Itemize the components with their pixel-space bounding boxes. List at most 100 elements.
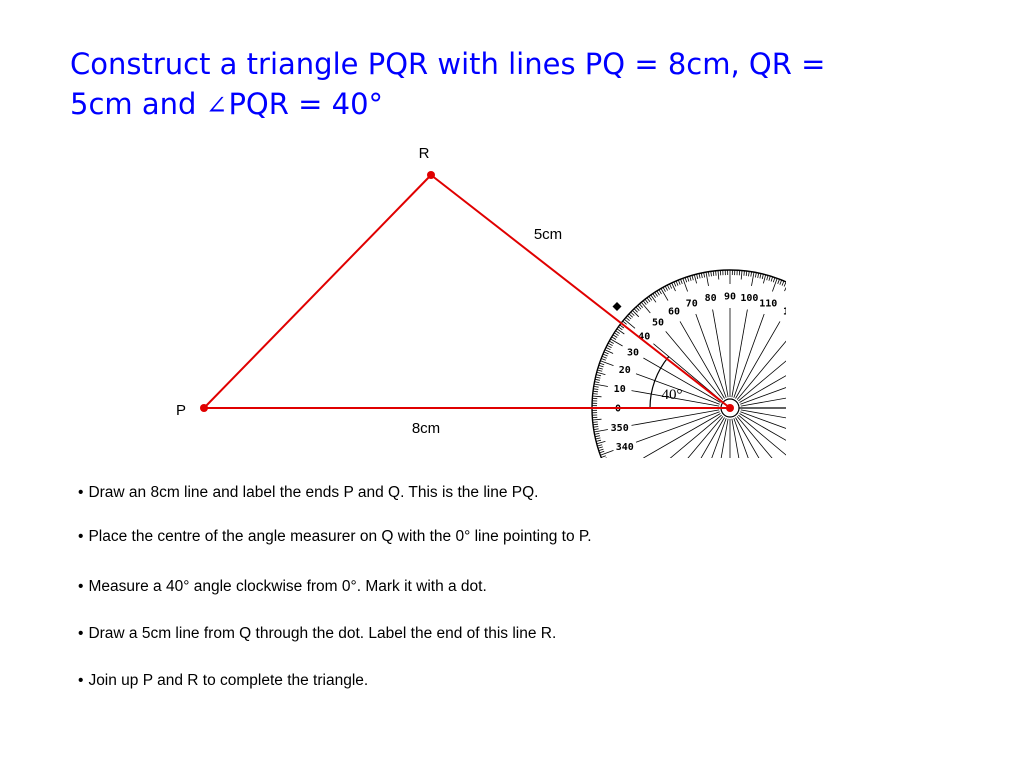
protractor-tick <box>837 470 849 477</box>
protractor-spoke <box>635 411 720 443</box>
protractor-tick <box>819 507 822 511</box>
protractor-tick <box>627 315 632 320</box>
protractor-tick <box>624 318 636 329</box>
protractor-spoke <box>738 360 786 402</box>
protractor-tick <box>859 419 868 420</box>
protractor-tick <box>713 540 714 545</box>
protractor-tick <box>852 354 857 356</box>
protractor-tick <box>844 477 848 480</box>
protractor-tick <box>835 323 839 326</box>
protractor-tick <box>821 310 827 316</box>
protractor-tick <box>857 368 862 369</box>
protractor-ticks <box>591 269 868 546</box>
protractor-tick <box>853 458 858 460</box>
protractor-spoke <box>643 357 721 403</box>
protractor-spoke <box>739 413 786 441</box>
protractor-tick <box>597 444 603 447</box>
protractor-tick <box>624 488 635 497</box>
protractor-tick <box>596 371 606 375</box>
side-pr <box>203 174 432 409</box>
protractor-tick <box>836 325 840 328</box>
protractor-tick <box>718 537 719 546</box>
protractor-tick <box>592 393 598 395</box>
protractor-tick <box>592 423 599 426</box>
protractor-tick <box>853 356 858 358</box>
protractor-tick <box>857 365 862 367</box>
protractor-tick <box>717 270 720 280</box>
protractor-tick <box>693 274 697 284</box>
protractor-tick <box>662 287 666 292</box>
protractor-number: 70 <box>686 298 698 309</box>
protractor-tick <box>767 536 768 541</box>
protractor-tick <box>623 492 627 495</box>
protractor-tick <box>810 298 813 302</box>
protractor-tick <box>592 395 602 398</box>
protractor-tick <box>825 488 836 497</box>
protractor-tick <box>790 527 792 532</box>
protractor-tick <box>619 324 625 329</box>
protractor-tick <box>597 367 603 370</box>
protractor-tick <box>860 377 865 378</box>
protractor-tick <box>598 448 604 451</box>
side-label-pq: 8cm <box>412 420 440 437</box>
protractor-tick <box>801 521 804 525</box>
protractor-spoke <box>631 390 720 407</box>
vertex-label-r: R <box>419 145 430 162</box>
protractor-tick <box>781 280 785 286</box>
protractor-tick <box>604 349 614 354</box>
protractor-tick <box>749 540 750 545</box>
title-line-1: Construct a triangle PQR with lines PQ =… <box>70 47 826 81</box>
protractor-tick <box>862 422 867 423</box>
protractor-tick <box>840 331 844 334</box>
protractor-tick <box>661 515 668 527</box>
protractor-spoke <box>700 417 725 458</box>
protractor-tick <box>821 307 824 311</box>
protractor-tick <box>626 495 630 498</box>
protractor-tick <box>795 524 797 528</box>
protractor-tick <box>821 499 827 505</box>
protractor-tick <box>614 480 618 483</box>
protractor-tick <box>810 514 813 518</box>
protractor-tick <box>847 450 860 455</box>
protractor-tick <box>671 282 676 292</box>
protractor-spoke <box>731 418 740 458</box>
protractor-tick <box>826 500 830 504</box>
protractor-tick <box>700 272 703 278</box>
protractor-tick <box>598 365 604 368</box>
protractor-tick <box>652 293 656 298</box>
protractor-tick <box>630 311 635 316</box>
protractor-tick <box>814 301 817 305</box>
protractor-spoke <box>733 418 749 458</box>
protractor-tick <box>852 460 857 462</box>
protractor-tick <box>746 540 747 545</box>
protractor-tick <box>618 326 623 331</box>
protractor-tick <box>609 340 614 344</box>
protractor-tick <box>858 445 863 446</box>
protractor-tick <box>625 317 630 322</box>
protractor-tick <box>694 533 696 542</box>
protractor-number: 90 <box>724 292 736 303</box>
protractor-tick <box>825 319 836 328</box>
protractor-number: 110 <box>759 298 777 309</box>
protractor-tick <box>850 348 855 350</box>
protractor-tick <box>761 274 764 280</box>
protractor-tick <box>594 381 600 383</box>
protractor-tick <box>677 279 681 285</box>
protractor-tick <box>850 466 855 468</box>
protractor-tick <box>656 290 660 296</box>
protractor-spoke <box>635 373 720 405</box>
protractor-tick <box>687 276 690 282</box>
protractor-tick <box>712 270 715 277</box>
protractor-tick <box>622 320 627 325</box>
protractor-tick <box>830 495 834 498</box>
protractor-tick <box>804 514 809 521</box>
protractor-tick <box>680 279 683 284</box>
protractor-tick <box>852 462 857 464</box>
protractor-tick <box>605 347 611 351</box>
protractor-tick <box>812 299 815 303</box>
protractor-tick <box>862 427 867 428</box>
protractor-spoke <box>711 418 727 458</box>
protractor-spoke <box>712 309 729 398</box>
protractor-spoke <box>735 321 781 399</box>
